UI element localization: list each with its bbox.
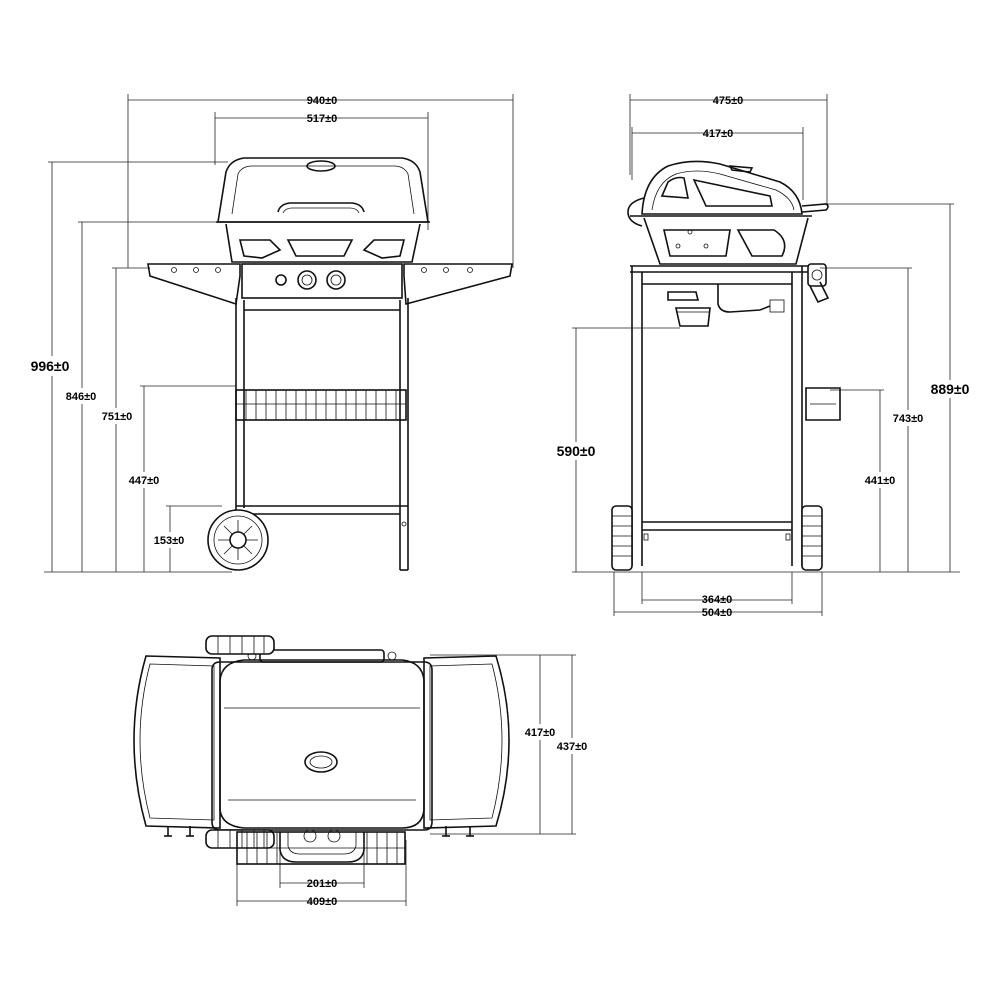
front-view: 940±0 517±0 996±0 846±0 751±0 447±0 153±… <box>20 94 514 573</box>
front-grill-drawing <box>147 157 513 571</box>
top-wheel-rear-treads <box>217 636 265 654</box>
basket-wires <box>245 390 397 420</box>
top-basket-wires <box>237 832 405 864</box>
dim-front-height-side-shelf: 751±0 <box>102 411 133 423</box>
dim-front-height-wheel: 153±0 <box>154 535 185 547</box>
dim-front-height-lid: 846±0 <box>66 391 97 403</box>
front-width-dimensions <box>127 94 514 268</box>
dim-front-height-basket: 447±0 <box>129 475 160 487</box>
dim-side-height-body: 743±0 <box>893 413 924 425</box>
dim-top-width-basket: 409±0 <box>307 896 338 908</box>
dim-top-depth-hood: 417±0 <box>525 727 556 739</box>
side-view: 475±0 417±0 889±0 743±0 441±0 590±0 <box>552 94 974 619</box>
dim-side-leg-span-outer: 504±0 <box>702 607 733 619</box>
dim-side-height-handle: 889±0 <box>931 381 970 397</box>
side-grill-drawing <box>611 160 841 571</box>
top-grill-drawing <box>133 635 510 865</box>
side-wheel-left-treads <box>612 515 632 557</box>
top-wheel-front-treads <box>217 830 265 848</box>
side-wheel-right-treads <box>802 515 822 557</box>
dim-front-width-hood: 517±0 <box>307 113 338 125</box>
top-view: 417±0 437±0 201±0 409±0 <box>133 635 592 908</box>
dim-side-height-shelf: 441±0 <box>865 475 896 487</box>
dim-front-width-overall: 940±0 <box>307 95 338 107</box>
dim-top-width-handle: 201±0 <box>307 878 338 890</box>
side-bottom-dimensions <box>613 572 823 616</box>
dim-side-height-hook: 590±0 <box>557 443 596 459</box>
dim-side-leg-span-inner: 364±0 <box>702 594 733 606</box>
dim-side-depth-overall: 475±0 <box>713 95 744 107</box>
dim-top-depth-overall: 437±0 <box>557 741 588 753</box>
side-top-dimensions <box>629 94 828 204</box>
dim-side-depth-hood: 417±0 <box>703 128 734 140</box>
dim-front-height-total: 996±0 <box>31 358 70 374</box>
